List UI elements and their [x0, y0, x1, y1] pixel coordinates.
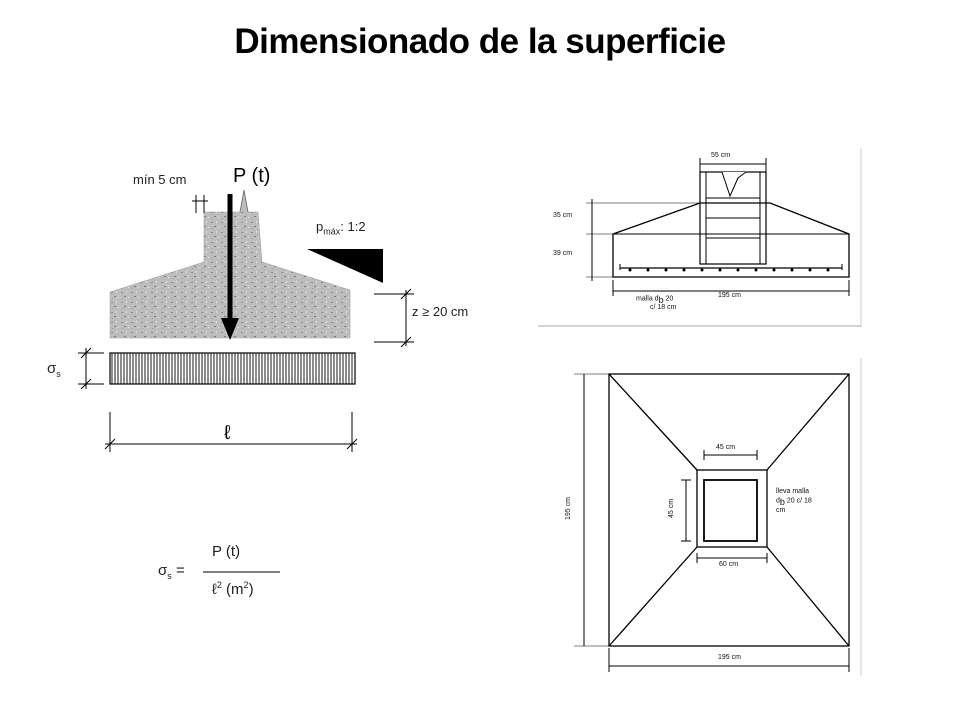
- plan-pedestal-top: 45 cm: [716, 444, 736, 451]
- soil-stress-label: σs: [47, 360, 61, 379]
- formula-numerator: P (t): [212, 543, 241, 560]
- plan-mesh-unit: cm: [776, 507, 786, 514]
- plan-pedestal-bottom: 60 cm: [719, 561, 739, 568]
- soil-pressure-block: [109, 352, 356, 385]
- slope-triangle: [307, 249, 383, 283]
- min-cover-label: mín 5 cm: [133, 172, 187, 187]
- load-label: P (t): [233, 165, 271, 187]
- width-label: ℓ: [224, 422, 231, 444]
- plan-mesh-note: lleva malla: [776, 488, 810, 495]
- section-width: 195 cm: [718, 292, 741, 299]
- section-mesh-note: malla db 20: [636, 295, 674, 305]
- column-break: [239, 189, 249, 213]
- formula-lhs: σs =: [158, 562, 185, 581]
- section-drawing: [538, 148, 862, 327]
- formula-denominator: ℓ2 (m2): [212, 580, 254, 598]
- plan-mesh-spec: db 20 c/ 18: [776, 497, 812, 507]
- section-base-height: 39 cm: [553, 250, 573, 257]
- page-title: Dimensionado de la superficie: [234, 22, 726, 61]
- section-mesh-spacing: c/ 18 cm: [650, 304, 677, 311]
- edge-height-label: z ≥ 20 cm: [412, 304, 469, 319]
- plan-drawing: [574, 358, 862, 676]
- section-top-height: 35 cm: [553, 212, 573, 219]
- plan-pedestal-side: 45 cm: [668, 498, 676, 519]
- section-column-width: 55 cm: [711, 152, 731, 159]
- plan-outer-width: 195 cm: [718, 654, 741, 661]
- slope-label: pmáx: 1:2: [316, 219, 366, 237]
- plan-outer-side: 195 cm: [564, 497, 572, 520]
